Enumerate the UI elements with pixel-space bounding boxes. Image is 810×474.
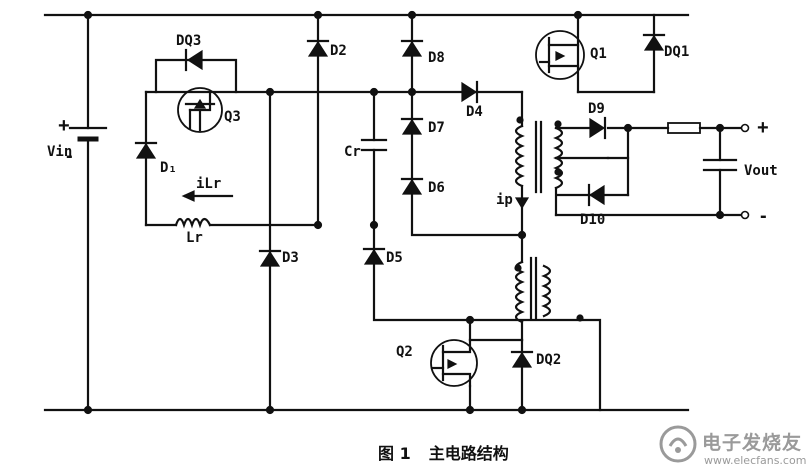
- d1-diode: [134, 141, 158, 159]
- q1-mosfet: [535, 30, 585, 80]
- d9-diode: [589, 116, 607, 140]
- q3-mosfet: [177, 87, 223, 133]
- q1-branch: [576, 13, 656, 94]
- vin-plus-label: +: [58, 115, 70, 137]
- d2-label: D2: [330, 43, 347, 59]
- d9-label: D9: [588, 101, 605, 117]
- q1-label: Q1: [590, 46, 607, 62]
- input-battery: [68, 13, 108, 412]
- output-terminals: [740, 123, 750, 220]
- d5-label: D5: [386, 250, 403, 266]
- q2-label: Q2: [396, 344, 413, 360]
- q3-branch: [144, 58, 320, 227]
- ip-arrow: [514, 197, 530, 237]
- d4-label: D4: [466, 104, 483, 120]
- vout-label: Vout: [744, 163, 778, 179]
- output-transformer: [514, 90, 564, 202]
- lr-label: Lr: [186, 230, 203, 246]
- d1-label: D₁: [160, 160, 177, 176]
- watermark: 电子发烧友 www.elecfans.com: [658, 422, 808, 472]
- output-resistor: [667, 122, 701, 134]
- cr-d5-column: [360, 90, 602, 412]
- q3-label: Q3: [224, 109, 241, 125]
- d10-diode: [587, 183, 605, 207]
- dq1-diode: [642, 33, 666, 51]
- junction-dots: [83, 10, 725, 415]
- watermark-url: www.elecfans.com: [704, 454, 807, 467]
- figure-caption: 图 1 主电路结构: [378, 440, 598, 464]
- vout-plus-label: +: [757, 117, 769, 139]
- ilr-arrow: [181, 190, 234, 202]
- d6-label: D6: [428, 180, 445, 196]
- dq1-label: DQ1: [664, 44, 689, 60]
- d3-column: [258, 90, 282, 412]
- d7-label: D7: [428, 120, 445, 136]
- d10-label: D10: [580, 212, 605, 228]
- ip-label: ip: [496, 192, 513, 208]
- d4-diode: [461, 80, 479, 104]
- secondary-wiring: [554, 126, 744, 217]
- q2-mosfet: [430, 338, 478, 388]
- vin-minus-label: -: [66, 145, 73, 167]
- cr-label: Cr: [344, 144, 361, 160]
- watermark-logo-icon: [659, 425, 697, 463]
- dq2-diode: [510, 350, 534, 368]
- d3-label: D3: [282, 250, 299, 266]
- dq3-label: DQ3: [176, 33, 201, 49]
- ilr-label: iLr: [196, 176, 221, 192]
- d2-column: [306, 13, 330, 227]
- d8-label: D8: [428, 50, 445, 66]
- dq3-diode: [184, 48, 203, 72]
- vout-minus-label: -: [760, 205, 767, 227]
- lower-transformer: [514, 233, 584, 342]
- vin-label: Vin: [47, 144, 72, 160]
- figure-number: 图 1: [378, 444, 411, 463]
- lr-inductor: [174, 217, 212, 229]
- watermark-name: 电子发烧友: [702, 432, 803, 454]
- dq2-label: DQ2: [536, 352, 561, 368]
- figure-title: 主电路结构: [428, 444, 509, 463]
